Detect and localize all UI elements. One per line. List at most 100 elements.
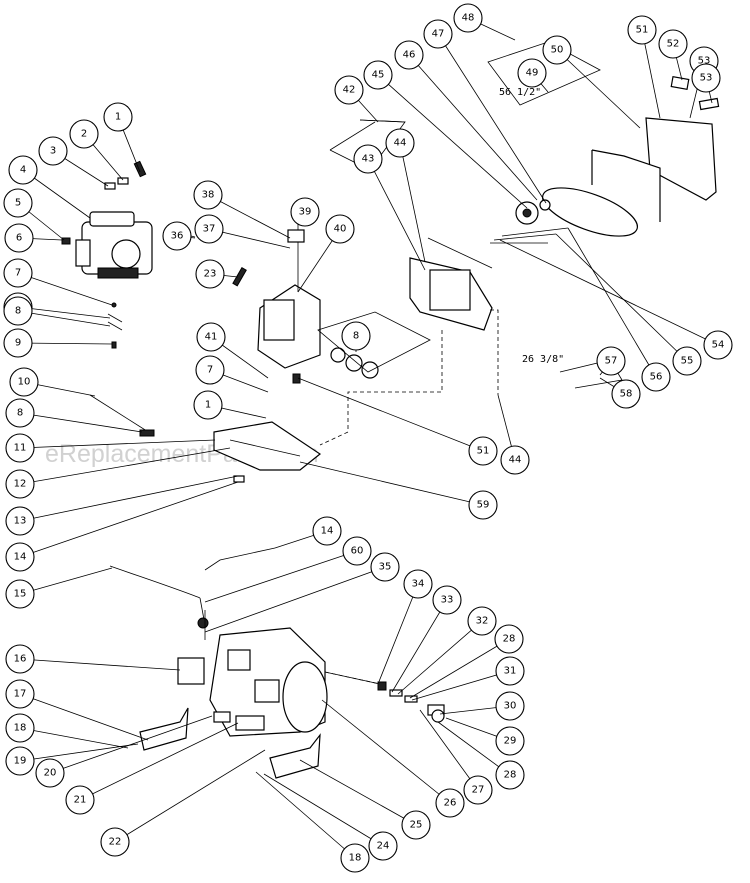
callout-33: 33 [432,585,462,615]
callout-58: 58 [611,379,641,409]
leader-line [641,29,661,119]
callout-number: 11 [14,443,27,454]
leader-line [299,759,417,826]
callout-number: 15 [14,589,27,600]
callout-number: 45 [372,70,385,81]
leader-line [437,721,511,776]
callout-53: 53 [691,63,721,93]
guard-rods [490,227,569,244]
callout-18: 18 [5,713,35,743]
callout-number: 39 [299,207,312,218]
callout-number: 19 [14,756,27,767]
callout-17: 17 [5,679,35,709]
callout-38: 38 [193,180,223,210]
leader-line [17,272,113,306]
leader-line [19,475,239,522]
callout-number: 14 [321,526,334,537]
callout-16: 16 [5,644,35,674]
callout-number: 18 [349,853,362,864]
callout-number: 25 [410,820,423,831]
callout-number: 35 [379,562,392,573]
callout-number: 50 [551,45,564,56]
belt-guard-front [591,75,720,222]
callout-number: 55 [681,356,694,367]
callout-number: 57 [605,356,618,367]
tank-labels-and-feet [139,657,321,779]
callout-number: 32 [476,616,489,627]
callout-number: 1 [115,112,121,123]
callout-51: 51 [627,15,657,45]
callout-number: 44 [509,455,522,466]
leader-line [419,709,479,791]
callout-number: 44 [394,138,407,149]
callout-13: 13 [5,506,35,536]
callout-number: 18 [14,723,27,734]
base-plate [213,421,322,483]
fittings [330,347,379,379]
leader-line [399,142,426,263]
callout-7: 7 [195,355,225,385]
callout-37: 37 [194,214,224,244]
callout-number: 56 [650,372,663,383]
leader-line [437,33,547,204]
callout-number: 8 [353,331,359,342]
callout-number: 28 [504,770,517,781]
leader-line [79,722,239,801]
leader-line [19,447,231,485]
callout-34: 34 [403,569,433,599]
leader-line [391,599,448,693]
callout-15: 15 [5,579,35,609]
leader-line [19,567,113,595]
callout-18: 18 [340,843,370,873]
callout-number: 51 [636,25,649,36]
callout-number: 6 [16,233,22,244]
callout-number: 52 [667,39,680,50]
callout-12: 12 [5,469,35,499]
leader-line [49,715,213,774]
callout-45: 45 [363,60,393,90]
group-brackets [317,41,623,389]
leader-line [377,583,419,685]
leader-line [204,550,358,603]
callout-number: 9 [15,338,21,349]
leader-line [499,239,719,346]
leader-line [17,310,111,327]
callout-number: 49 [526,68,539,79]
callout-2: 2 [69,119,99,149]
callout-number: 28 [503,634,516,645]
callout-number: 2 [81,129,87,140]
callout-56: 56 [641,362,671,392]
callout-number: 41 [205,332,218,343]
callout-47: 47 [423,19,453,49]
callout-number: 58 [620,389,633,400]
callout-23: 23 [195,259,225,289]
leader-line [377,74,528,209]
leader-line [17,306,111,319]
air-tank [209,627,328,737]
callout-26: 26 [435,788,465,818]
callout-8: 8 [341,321,371,351]
dashed-connections [319,309,499,685]
leader-line [19,481,239,558]
callout-3: 3 [38,136,68,166]
small-hardware-left [61,160,155,437]
callout-11: 11 [5,433,35,463]
callout-number: 33 [441,595,454,606]
callout-32: 32 [467,606,497,636]
callout-number: 13 [14,516,27,527]
callout-39: 39 [290,197,320,227]
callout-7: 7 [3,258,33,288]
callout-1: 1 [193,390,223,420]
callout-number: 27 [472,785,485,796]
callout-number: 10 [18,377,31,388]
callout-59: 59 [468,490,498,520]
callout-42: 42 [334,75,364,105]
callout-1: 1 [103,102,133,132]
belt-length-upper-label: 56 1/2" [499,87,541,98]
leader-line [367,158,426,271]
callout-number: 7 [15,268,21,279]
callout-number: 40 [334,224,347,235]
leader-line [19,693,149,741]
callout-number: 48 [462,13,475,24]
